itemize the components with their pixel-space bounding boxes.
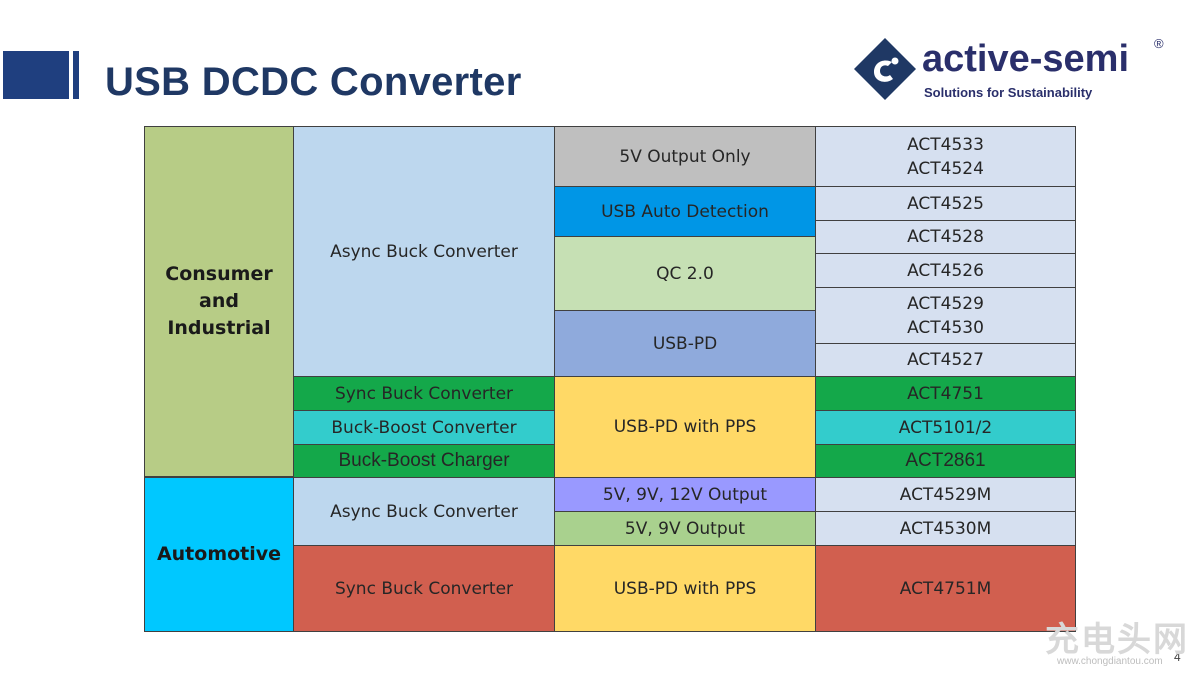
category-line: and — [199, 290, 239, 312]
part-number: ACT4533 — [907, 134, 984, 155]
part-number: ACT4751M — [815, 545, 1076, 632]
feature-usb-pd-pps: USB-PD with PPS — [554, 376, 816, 478]
site-watermark: 充电头网 www.chongdiantou.com — [1045, 612, 1195, 670]
category-consumer-industrial: Consumer and Industrial — [144, 126, 294, 477]
type-buck-boost-charger: Buck-Boost Charger — [293, 444, 555, 478]
feature-usb-auto-detection: USB Auto Detection — [554, 186, 816, 237]
part-number: ACT5101/2 — [815, 410, 1076, 445]
feature-5-9v-output: 5V, 9V Output — [554, 511, 816, 546]
logo-tagline: Solutions for Sustainability — [924, 85, 1093, 100]
feature-5v-output-only: 5V Output Only — [554, 126, 816, 187]
page-number: 4 — [1174, 650, 1181, 664]
category-line: Consumer — [165, 263, 273, 285]
part-number: ACT4529 — [907, 293, 984, 314]
part-number: ACT4525 — [815, 186, 1076, 221]
part-number: ACT2861 — [815, 444, 1076, 478]
watermark-url: www.chongdiantou.com — [1057, 656, 1163, 667]
part-number: ACT4751 — [815, 376, 1076, 411]
type-auto-sync-buck: Sync Buck Converter — [293, 545, 555, 632]
type-auto-async-buck: Async Buck Converter — [293, 477, 555, 546]
title-accent-bar-thin — [73, 51, 79, 99]
feature-5-9-12v-output: 5V, 9V, 12V Output — [554, 477, 816, 512]
part-number: ACT4524 — [907, 158, 984, 179]
part-cell: ACT4533 ACT4524 — [815, 126, 1076, 187]
feature-auto-usb-pd-pps: USB-PD with PPS — [554, 545, 816, 632]
type-buck-boost-converter: Buck-Boost Converter — [293, 410, 555, 445]
logo-registered-mark: ® — [1154, 36, 1164, 51]
feature-usb-pd: USB-PD — [554, 310, 816, 377]
part-cell: ACT4529 ACT4530 — [815, 287, 1076, 344]
part-number: ACT4526 — [815, 253, 1076, 288]
part-number: ACT4527 — [815, 343, 1076, 377]
title-accent-bar — [3, 51, 69, 99]
type-sync-buck: Sync Buck Converter — [293, 376, 555, 411]
converter-table: Consumer and Industrial Automotive Async… — [144, 126, 1076, 632]
company-logo: active-semi ® Solutions for Sustainabili… — [852, 36, 1172, 106]
logo-wordmark: active-semi — [922, 38, 1130, 80]
part-number: ACT4530 — [907, 317, 984, 338]
category-automotive: Automotive — [144, 477, 294, 632]
slide-title: USB DCDC Converter — [105, 60, 522, 104]
category-line: Industrial — [167, 317, 271, 339]
logo-diamond-icon — [854, 38, 916, 100]
type-async-buck: Async Buck Converter — [293, 126, 555, 377]
part-number: ACT4528 — [815, 220, 1076, 254]
part-number: ACT4529M — [815, 477, 1076, 512]
part-number: ACT4530M — [815, 511, 1076, 546]
feature-qc20: QC 2.0 — [554, 236, 816, 311]
watermark-logo-text: 充电头网 — [1045, 620, 1189, 660]
